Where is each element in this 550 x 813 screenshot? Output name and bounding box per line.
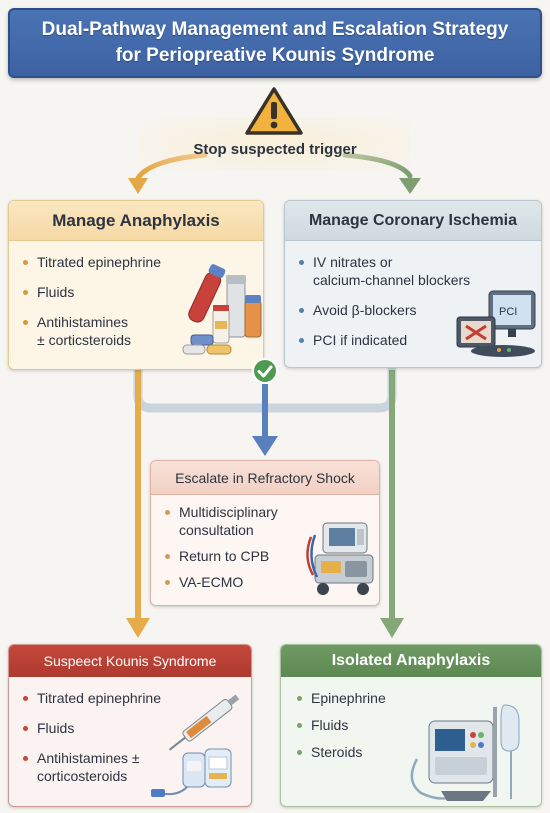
card-escalate-refractory-shock: Escalate in Refractory Shock Multidiscip… <box>150 460 380 606</box>
list-item-continued: calcium-channel blockers <box>313 272 471 288</box>
pci-monitor-text: PCI <box>499 306 517 318</box>
ecmo-machine-icon <box>306 522 374 595</box>
list-item: Steroids <box>297 743 541 761</box>
list-item: Epinephrine <box>297 689 541 707</box>
list-item: IV nitrates or <box>299 253 541 271</box>
title-line-1: Dual-Pathway Management and Escalation S… <box>41 19 509 40</box>
pci-monitor-icon: PCI <box>456 290 536 357</box>
card-heading: Isolated Anaphylaxis <box>281 645 541 677</box>
list-item: Fluids <box>297 716 541 734</box>
trigger-label: Stop suspected trigger <box>193 141 357 158</box>
list-item-continued: consultation <box>179 522 254 538</box>
card-heading: Manage Anaphylaxis <box>9 201 263 241</box>
list-item: Fluids <box>23 719 251 737</box>
card-manage-coronary-ischemia: Manage Coronary Ischemia IV nitrates or … <box>284 200 542 368</box>
list-item: Antihistamines ± <box>23 749 251 767</box>
title-banner: Dual-Pathway Management and Escalation S… <box>8 8 542 78</box>
card-heading: Suspeect Kounis Syndrome <box>9 645 251 677</box>
ischemia-list: IV nitrates or calcium-channel blockers … <box>299 253 541 349</box>
list-item: VA-ECMO <box>165 573 379 591</box>
checkmark-icon <box>252 358 278 384</box>
anaphylaxis-list: Titrated epinephrine Fluids Antihistamin… <box>23 253 263 349</box>
list-item-continued: corticosteroids <box>37 768 128 784</box>
card-isolated-anaphylaxis: Isolated Anaphylaxis Epinephrine Fluids … <box>280 644 542 807</box>
list-item: Return to CPB <box>165 547 379 565</box>
warning-icon <box>245 87 303 135</box>
card-heading: Manage Coronary Ischemia <box>285 201 541 241</box>
card-manage-anaphylaxis: Manage Anaphylaxis Titrated epinephrine … <box>8 200 264 370</box>
card-suspect-kounis-syndrome: Suspeect Kounis Syndrome Titrated epinep… <box>8 644 252 807</box>
list-item: Fluids <box>23 283 263 301</box>
medication-vials-icon <box>182 264 262 355</box>
list-item: Antihistamines <box>23 313 263 331</box>
list-item: PCI if indicated <box>299 331 541 349</box>
list-item: Titrated epinephrine <box>23 689 251 707</box>
list-item-continued: ± corticsteroids <box>37 332 132 348</box>
list-item: Avoid β-blockers <box>299 301 541 319</box>
escalate-list: Multidisciplinary consultation Return to… <box>165 503 379 591</box>
card-heading: Escalate in Refractory Shock <box>151 461 379 495</box>
isolated-list: Epinephrine Fluids Steroids <box>297 689 541 761</box>
syringe-iv-bags-icon <box>151 694 240 797</box>
kounis-list: Titrated epinephrine Fluids Antihistamin… <box>23 689 251 785</box>
infusion-pump-icon <box>410 704 520 801</box>
list-item: Titrated epinephrine <box>23 253 263 271</box>
title-line-2: for Periopreative Kounis Syndrome <box>115 45 435 66</box>
list-item: Multidisciplinary <box>165 503 379 521</box>
